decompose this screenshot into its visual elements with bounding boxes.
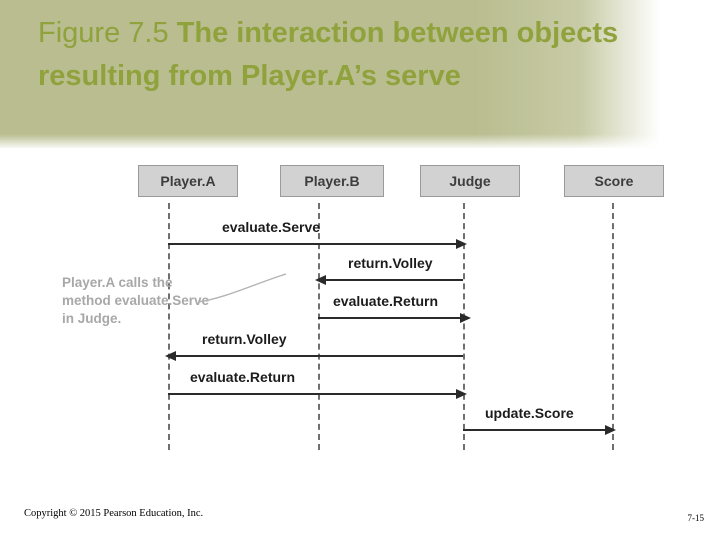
message-label-6: update.Score [485,405,574,421]
lifeline-box-player-a: Player.A [138,165,238,197]
message-arrow-2 [315,275,326,285]
lifeline-box-judge: Judge [420,165,520,197]
message-line-3 [318,317,464,319]
annotation-note-line-1: Player.A calls the [62,275,173,290]
sequence-diagram: Player.A Player.B Judge Score evaluate.S… [120,155,700,455]
message-line-6 [463,429,609,431]
lifeline-dash-score [612,203,614,450]
lifeline-box-player-b: Player.B [280,165,384,197]
annotation-note-line-2: method evaluate.Serve [62,293,210,309]
page-number: 7-15 [687,513,705,523]
annotation-note: Player.A calls the method evaluate.Serve… [62,274,252,329]
message-arrow-4 [165,351,176,361]
message-label-3: evaluate.Return [333,293,439,309]
message-arrow-3 [460,313,471,323]
message-arrow-5 [456,389,467,399]
message-line-4 [170,355,463,357]
title-prefix: Figure 7.5 [38,17,169,49]
message-line-5 [168,393,460,395]
lifeline-dash-judge [463,203,465,450]
message-label-5: evaluate.Return [190,369,296,385]
message-label-1: evaluate.Serve [222,219,321,235]
title-main: The interaction between objects resultin… [38,17,619,92]
message-label-4: return.Volley [202,331,287,347]
message-arrow-6 [605,425,616,435]
annotation-note-line-3: in Judge. [62,311,122,327]
title-background-band [0,0,660,148]
lifeline-dash-player-a [168,203,170,450]
lifeline-dash-player-b [318,203,320,450]
lifeline-box-score: Score [564,165,664,197]
copyright-text: Copyright © 2015 Pearson Education, Inc. [24,508,204,519]
page-title: Figure 7.5 The interaction between objec… [38,12,658,98]
message-arrow-1 [456,239,467,249]
message-label-2: return.Volley [348,255,433,271]
message-line-1 [168,243,460,245]
message-line-2 [320,279,463,281]
